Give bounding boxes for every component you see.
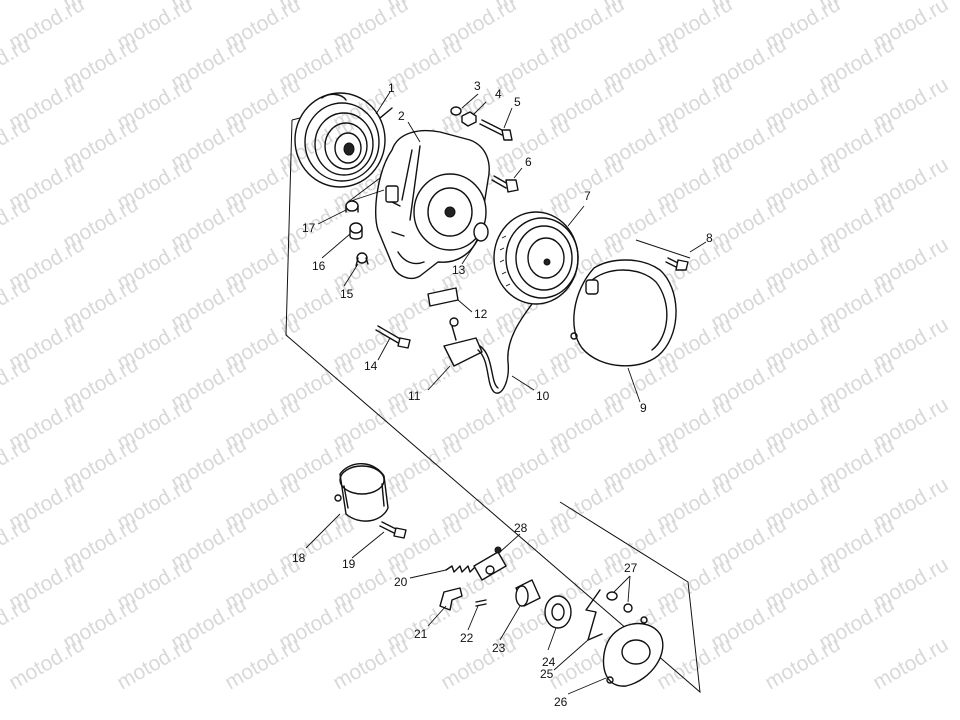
watermark-text: motod.ru — [761, 633, 844, 694]
part-label-9: 9 — [640, 401, 647, 415]
ratchet-cup-part — [334, 463, 389, 522]
part-label-19: 19 — [342, 557, 356, 571]
part-label-25: 25 — [540, 667, 554, 681]
part-label-8: 8 — [706, 231, 713, 245]
bolt-part-6 — [491, 175, 519, 193]
part-label-11: 11 — [408, 389, 421, 403]
part-label-2: 2 — [398, 109, 405, 123]
pulley-wheel-part — [493, 211, 579, 305]
watermark-text: motod.ru — [329, 633, 412, 694]
part-label-6: 6 — [525, 155, 532, 169]
part-label-3: 3 — [474, 79, 481, 93]
part-label-26: 26 — [554, 695, 568, 709]
part-label-14: 14 — [364, 359, 378, 373]
part-label-4: 4 — [495, 87, 502, 101]
part-label-7: 7 — [584, 189, 591, 203]
watermark-text: motod.ru — [113, 633, 196, 694]
screw-washer-part-27 — [606, 591, 633, 613]
part-label-13: 13 — [452, 263, 466, 277]
watermark-text: motod.ru — [0, 0, 34, 14]
pawl-assembly-part — [473, 546, 507, 581]
spring-wire-part-25 — [585, 589, 603, 641]
part-label-5: 5 — [514, 95, 521, 109]
part-label-23: 23 — [492, 641, 506, 655]
cover-part — [570, 259, 677, 367]
part-labels: 1 2 3 4 5 6 7 8 9 10 11 12 13 14 15 16 1… — [292, 79, 713, 709]
watermark-text: motod.ru — [5, 633, 88, 694]
nut-washer-bolt-group — [450, 106, 513, 141]
part-label-28: 28 — [514, 521, 528, 535]
part-label-20: 20 — [394, 575, 408, 589]
part-label-12: 12 — [474, 307, 488, 321]
part-label-10: 10 — [536, 389, 550, 403]
assembly-frame-line-upper — [291, 117, 691, 259]
screw-part-8 — [665, 257, 689, 271]
part-label-24: 24 — [542, 655, 556, 669]
part-label-22: 22 — [460, 631, 474, 645]
part-label-18: 18 — [292, 551, 306, 565]
part-label-1: 1 — [388, 81, 395, 95]
starter-housing-part — [375, 129, 490, 280]
pin-part-14 — [375, 325, 411, 349]
part-label-16: 16 — [312, 259, 326, 273]
part-label-17: 17 — [302, 221, 316, 235]
assembly-frame-line — [285, 119, 701, 694]
recoil-spring-part — [294, 92, 393, 188]
pin-part-22 — [475, 599, 487, 607]
watermark-text: motod.ru — [221, 633, 304, 694]
part-label-15: 15 — [340, 287, 354, 301]
watermark-text: motod.ru — [437, 633, 520, 694]
bearing-ring-part — [473, 222, 489, 242]
screw-part-19 — [379, 521, 407, 539]
leader-lines — [305, 91, 707, 695]
fitting-parts-15-17 — [345, 200, 369, 267]
washer-part-24 — [544, 595, 572, 629]
watermark-text: motod.ru — [869, 633, 952, 694]
sleeve-part-23 — [515, 579, 541, 607]
switch-and-wire-part — [443, 303, 533, 394]
part-label-21: 21 — [414, 627, 428, 641]
part-label-27: 27 — [624, 561, 638, 575]
bracket-part-21 — [439, 587, 463, 611]
backing-plate-part — [602, 616, 664, 687]
spring-part-20 — [445, 565, 477, 573]
